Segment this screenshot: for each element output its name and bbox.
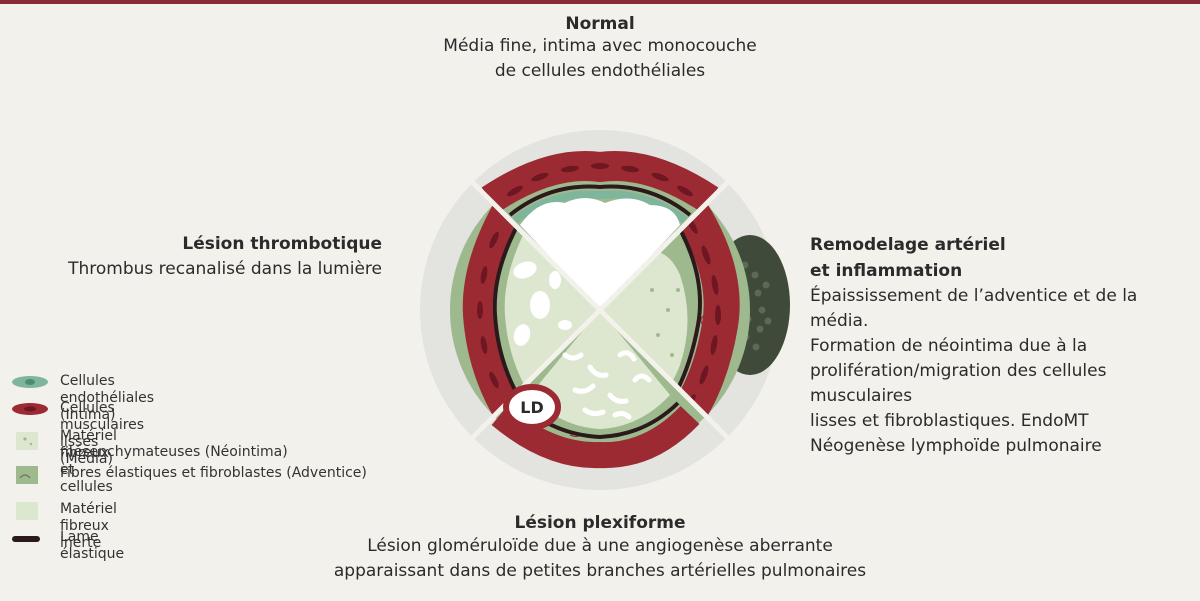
elastic-fibers-icon [16,466,38,484]
inert-fibrous-icon [16,502,38,520]
ld-marker: LD [503,384,561,430]
legend-label-smooth-muscle: Cellules musculaires lisses (Média) [60,400,145,467]
thrombotic-section: Lésion thrombotique Thrombus recanalisé … [40,232,382,282]
remodeling-desc-line-1: Épaississement de l’adventice et de la m… [810,286,1138,331]
elastic-lamina-icon [12,536,40,542]
legend-label-endothelial: Cellules endothéliales (Intima) [60,373,155,423]
normal-section: Normal Média fine, intima avec monocouch… [380,14,820,84]
normal-desc-line-2: de cellules endothéliales [494,61,706,81]
plexiform-title: Lésion plexiforme [514,513,686,533]
top-accent-bar [0,0,1200,4]
ld-label: LD [520,398,543,417]
normal-title: Normal [565,14,635,34]
endothelial-cell-icon [12,376,48,388]
normal-desc-line-1: Média fine, intima avec monocouche [443,36,757,56]
plexiform-desc-line-2: apparaissant dans de petites branches ar… [333,561,867,581]
legend-label-fibrous-line-1: Matériel fibreux et cellules [60,428,117,495]
artery-cross-section-diagram: LD [420,130,790,490]
remodeling-desc-line-3: prolifération/migration des cellules mus… [810,361,1107,406]
remodeling-title-line-2: et inflammation [810,261,963,281]
remodeling-title-line-1: Remodelage artériel [810,235,1006,255]
thrombotic-desc-line-1: Thrombus recanalisé dans la lumière [68,259,382,279]
remodeling-desc-line-4: lisses et fibroblastiques. EndoMT [810,411,1089,431]
smooth-muscle-cell-icon [12,403,48,415]
legend-label-fibrous-line-2: mésenchymateuses (Néointima) [60,444,288,460]
legend-label-elastic-fibers: Fibres élastiques et fibroblastes (Adven… [60,465,367,481]
legend-label-inert: Matériel fibreux inerte [60,501,117,551]
plexiform-desc-line-1: Lésion gloméruloïde due à une angiogenès… [367,536,833,556]
divider-line-2 [430,140,770,480]
legend-label-lamina: Lame élastique [60,529,125,562]
thrombotic-title: Lésion thrombotique [182,234,382,254]
remodeling-desc-line-5: Néogenèse lymphoïde pulmonaire [810,436,1102,456]
remodeling-section: Remodelage artériel et inflammation Épai… [810,232,1198,459]
quadrant-thrombotic [462,197,600,423]
plexiform-section: Lésion plexiforme Lésion gloméruloïde du… [300,512,900,584]
remodeling-desc-line-2: Formation de néointima due à la [810,336,1088,356]
fibrous-material-icon [16,432,38,450]
